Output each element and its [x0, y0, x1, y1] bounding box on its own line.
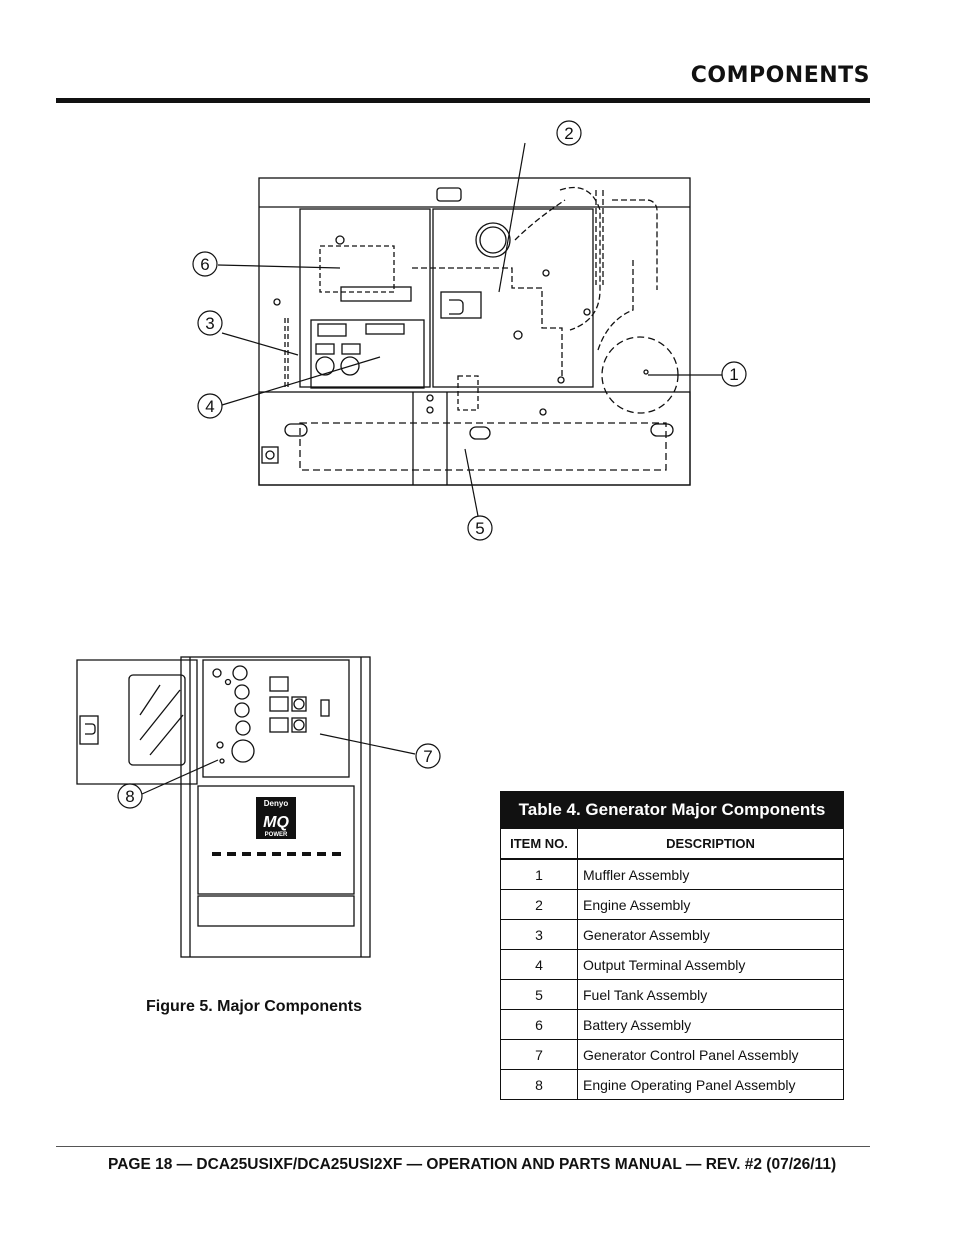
item-description: Engine Assembly — [577, 889, 844, 920]
svg-text:POWER: POWER — [265, 832, 288, 838]
components-table: Table 4. Generator Major Components ITEM… — [500, 791, 844, 1100]
callout-6 — [192, 251, 218, 277]
brand-logo: Denyo MQ POWER — [256, 797, 296, 839]
callout-8 — [117, 783, 143, 809]
control-panel — [202, 659, 350, 778]
header-rule — [56, 98, 870, 103]
callout-6-label: 6 — [200, 255, 209, 274]
item-description: Output Terminal Assembly — [577, 949, 844, 980]
item-number: 5 — [500, 979, 578, 1010]
item-number: 8 — [500, 1069, 578, 1100]
item-description: Fuel Tank Assembly — [577, 979, 844, 1010]
indicator-lamp-row — [212, 852, 341, 856]
callout-4-label: 4 — [205, 397, 214, 416]
table-row: 8 Engine Operating Panel Assembly — [500, 1069, 844, 1100]
item-description: Generator Assembly — [577, 919, 844, 950]
svg-text:MQ: MQ — [263, 814, 289, 831]
engine-compartment — [432, 208, 594, 388]
column-header-description: DESCRIPTION — [577, 828, 844, 860]
table-row: 5 Fuel Tank Assembly — [500, 979, 844, 1010]
callout-3-label: 3 — [205, 314, 214, 333]
callout-2 — [556, 120, 582, 146]
callout-5 — [467, 515, 493, 541]
output-terminal-panel — [310, 319, 425, 389]
table-row: 7 Generator Control Panel Assembly — [500, 1039, 844, 1070]
table-row: 3 Generator Assembly — [500, 919, 844, 950]
table-row: 4 Output Terminal Assembly — [500, 949, 844, 980]
item-number: 1 — [500, 858, 578, 890]
fuel-tank-base — [258, 391, 691, 486]
generator-top-view-figure: 1 2 3 4 5 6 — [192, 120, 747, 541]
item-description: Battery Assembly — [577, 1009, 844, 1040]
figure-caption: Figure 5. Major Components — [146, 998, 363, 1015]
callout-1-label: 1 — [729, 365, 738, 384]
callout-7 — [415, 743, 441, 769]
item-number: 6 — [500, 1009, 578, 1040]
table-row: 2 Engine Assembly — [500, 889, 844, 920]
battery-compartment — [299, 208, 431, 388]
item-number: 2 — [500, 889, 578, 920]
item-number: 3 — [500, 919, 578, 950]
callout-1 — [721, 361, 747, 387]
item-number: 7 — [500, 1039, 578, 1070]
column-header-item-no: ITEM NO. — [500, 828, 578, 860]
panel-door — [76, 659, 198, 785]
page-title: COMPONENTS — [690, 63, 870, 88]
callout-2-label: 2 — [564, 124, 573, 143]
item-description: Engine Operating Panel Assembly — [577, 1069, 844, 1100]
table-row: 6 Battery Assembly — [500, 1009, 844, 1040]
callout-3 — [197, 310, 223, 336]
item-description: Generator Control Panel Assembly — [577, 1039, 844, 1070]
table-row: 1 Muffler Assembly — [500, 858, 844, 890]
item-description: Muffler Assembly — [577, 858, 844, 890]
item-number: 4 — [500, 949, 578, 980]
callout-8-label: 8 — [125, 787, 134, 806]
callout-4 — [197, 393, 223, 419]
svg-text:Denyo: Denyo — [264, 799, 289, 808]
callout-5-label: 5 — [475, 519, 484, 538]
generator-cabinet — [180, 656, 371, 958]
callout-7-label: 7 — [423, 747, 432, 766]
footer-rule — [56, 1146, 870, 1147]
table-title: Table 4. Generator Major Components — [500, 791, 844, 829]
page-footer: PAGE 18 — DCA25USIXF/DCA25USI2XF — OPERA… — [108, 1156, 837, 1173]
